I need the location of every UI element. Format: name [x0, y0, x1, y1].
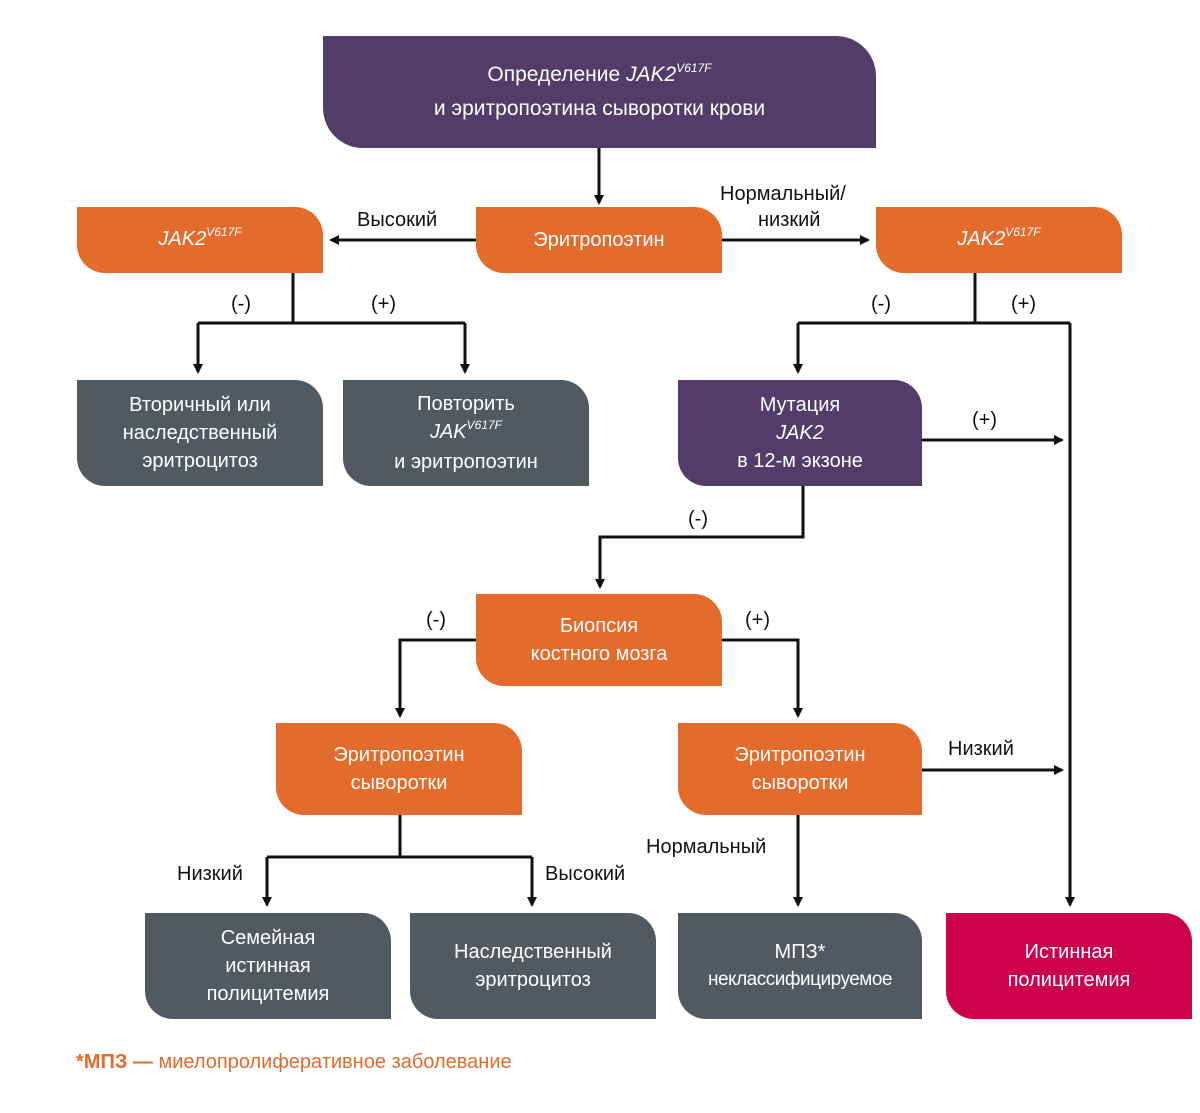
- edge-label-left-plus: (+): [371, 293, 396, 315]
- node-pv-line1: Истинная: [1024, 941, 1114, 963]
- node-repeat-test: Повторить JAKV617F и эритропоэтин: [343, 380, 589, 486]
- edge-label-right-plus: (+): [1011, 293, 1036, 315]
- node-repeat-line3: и эритропоэтин: [394, 451, 538, 473]
- node-jak2-left: JAK2V617F: [77, 207, 323, 273]
- node-epo-label: Эритропоэтин: [533, 229, 665, 251]
- edge-label-normal: Нормальный: [646, 836, 767, 858]
- edge-label-high-left: Высокий: [545, 863, 626, 885]
- node-mutation-gene: JAK2: [776, 422, 824, 444]
- edge-biopsy-plus: [722, 638, 803, 718]
- edge-label-biopsy-minus: (-): [426, 609, 446, 631]
- node-polycythemia-vera: Истинная полицитемия: [946, 913, 1192, 1019]
- node-top-gene: JAK2: [626, 63, 677, 86]
- node-erythropoietin: Эритропоэтин: [476, 207, 722, 273]
- edge-label-normal-low-2: низкий: [758, 209, 821, 231]
- edge-label-biopsy-plus: (+): [745, 609, 770, 631]
- node-hereditary-line2: эритроцитоз: [475, 969, 591, 991]
- node-mpn-line1: МПЗ*: [774, 941, 826, 963]
- node-serum-epo-right: Эритропоэтин сыворотки: [678, 723, 922, 815]
- node-hereditary-line1: Наследственный: [454, 941, 612, 963]
- node-secondary-line2: наследственный: [122, 422, 278, 444]
- footnote-abbr: *МПЗ —: [76, 1051, 153, 1073]
- node-mutation-line1: Мутация: [759, 394, 841, 416]
- edge-label-low-right: Низкий: [948, 738, 1014, 760]
- node-hereditary-erythrocytosis: Наследственный эритроцитоз: [410, 913, 656, 1019]
- footnote: *МПЗ — миелопролиферативное заболевание: [76, 1051, 512, 1074]
- node-biopsy-line1: Биопсия: [559, 615, 639, 637]
- edge-label-mutation-minus: (-): [688, 508, 708, 530]
- node-pv-line2: полицитемия: [1007, 969, 1131, 991]
- node-repeat-sup: V617F: [466, 418, 503, 432]
- node-epo-right-line2: сыворотки: [751, 772, 849, 794]
- node-mpn-unclassifiable: МПЗ* неклассифицируемое: [678, 913, 922, 1019]
- node-secondary-line3: эритроцитоз: [142, 450, 258, 472]
- node-repeat-gene: JAK: [429, 421, 467, 443]
- node-jak2-right: JAK2V617F: [876, 207, 1122, 273]
- node-exon12-mutation: Мутация JAK2 в 12-м экзоне: [678, 380, 922, 486]
- node-biopsy-line2: костного мозга: [530, 643, 668, 665]
- node-jak-left-gene: JAK2: [158, 228, 207, 250]
- node-secondary-erythrocytosis: Вторичный или наследственный эритроцитоз: [77, 380, 323, 486]
- node-familial-line2: истинная: [225, 955, 311, 977]
- edge-label-low-left: Низкий: [177, 863, 243, 885]
- node-familial-line1: Семейная: [220, 927, 316, 949]
- node-familial-pv: Семейная истинная полицитемия: [145, 913, 391, 1019]
- node-epo-right-line1: Эритропоэтин: [734, 744, 866, 766]
- node-repeat-line1: Повторить: [417, 393, 515, 415]
- node-jak-right-gene: JAK2: [957, 228, 1006, 250]
- edge-label-right-minus: (-): [871, 293, 891, 315]
- node-top-sup: V617F: [676, 61, 712, 75]
- node-epo-left-line1: Эритропоэтин: [333, 744, 465, 766]
- edge-mutation-minus: [595, 486, 805, 589]
- node-mutation-line3: в 12-м экзоне: [737, 450, 863, 472]
- edge-label-left-minus: (-): [231, 293, 251, 315]
- edge-label-mutation-plus: (+): [972, 409, 997, 431]
- edge-biopsy-minus: [395, 638, 476, 718]
- node-bone-marrow-biopsy: Биопсия костного мозга: [476, 594, 722, 686]
- node-jak-left-sup: V617F: [206, 225, 242, 239]
- node-jak-right-sup: V617F: [1005, 225, 1041, 239]
- node-top-line2: и эритропоэтина сыворотки крови: [433, 97, 766, 120]
- node-secondary-line1: Вторичный или: [129, 394, 271, 416]
- node-mpn-line2: неклассифицируемое: [708, 969, 893, 990]
- edge-label-high-epo: Высокий: [357, 209, 438, 231]
- node-jak2-epo-test: Определение JAK2V617F и эритропоэтина сы…: [323, 36, 876, 148]
- edge-label-normal-low-1: Нормальный/: [720, 183, 846, 205]
- node-serum-epo-left: Эритропоэтин сыворотки: [276, 723, 522, 815]
- node-epo-left-line2: сыворотки: [350, 772, 448, 794]
- node-top-line1-text: Определение: [487, 63, 627, 86]
- footnote-text: миелопролиферативное заболевание: [152, 1051, 512, 1073]
- node-familial-line3: полицитемия: [206, 983, 330, 1005]
